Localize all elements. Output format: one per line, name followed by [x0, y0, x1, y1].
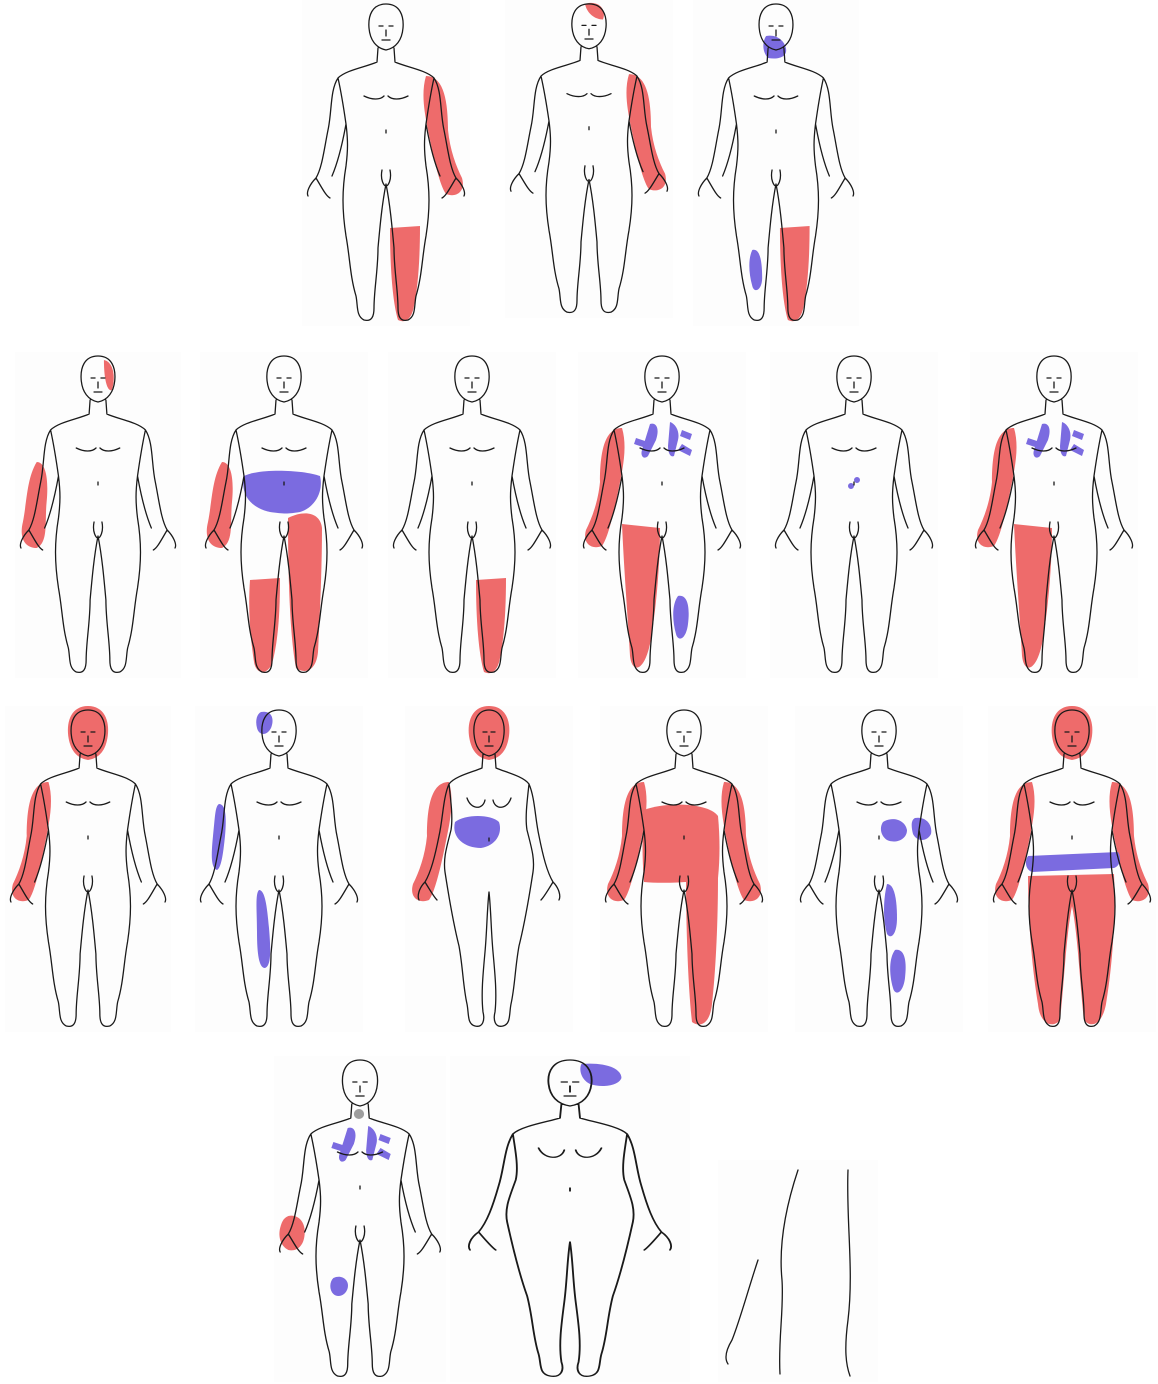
- blue-region-left-elbow: [881, 818, 931, 842]
- red-region-left-lower-leg: [390, 226, 420, 321]
- body-figure: [274, 1056, 446, 1382]
- body-figure: [600, 706, 768, 1032]
- red-region-whole-head: [1052, 706, 1093, 760]
- red-region-right-arm: [412, 782, 451, 901]
- body-outline-svg: [718, 1160, 878, 1382]
- red-region-right-forearm-hand: [22, 462, 48, 548]
- male-body-outline: [200, 710, 357, 1026]
- body-outline-svg: [988, 706, 1156, 1032]
- red-region-left-lower-leg: [780, 226, 810, 321]
- red-region-left-leg: [686, 876, 718, 1025]
- red-region-right-lower-leg: [249, 578, 280, 672]
- red-region-right-forearm-hand: [207, 462, 233, 548]
- body-outline-svg: [15, 352, 181, 678]
- body-figure: [795, 706, 963, 1032]
- body-figure: [505, 0, 673, 318]
- blue-region-left-shin: [673, 596, 688, 639]
- red-region-left-thigh-leg: [288, 513, 322, 671]
- red-region-whole-head: [68, 706, 108, 760]
- red-region-left-arm: [423, 76, 462, 195]
- body-figure: [770, 352, 938, 678]
- red-region-right-hand: [279, 1216, 304, 1251]
- body-figure: [15, 352, 181, 678]
- body-figure: [970, 352, 1138, 678]
- blue-region-right-knee: [330, 1277, 348, 1296]
- partial-body-outline: [726, 1170, 850, 1376]
- body-outline-svg: [388, 352, 556, 678]
- body-figure: [302, 0, 470, 326]
- male-body-outline: [280, 1060, 441, 1376]
- red-region-whole-head: [469, 706, 510, 760]
- female-body-outline: [469, 1060, 671, 1376]
- male-body-outline: [775, 356, 932, 672]
- body-outline-svg: [505, 0, 673, 318]
- body-outline-svg: [195, 706, 363, 1032]
- blue-region-chest-marks: [634, 422, 692, 458]
- body-figure: [5, 706, 171, 1032]
- body-outline-svg: [770, 352, 938, 678]
- body-outline-svg: [200, 352, 368, 678]
- body-outline-svg: [274, 1056, 446, 1382]
- body-outline-svg: [795, 706, 963, 1032]
- body-figure: [693, 0, 859, 326]
- blue-region-lower-abdomen: [243, 471, 321, 514]
- body-figure: [200, 352, 368, 678]
- blue-region-right-thigh: [257, 890, 271, 968]
- red-region-left-arm: [626, 74, 665, 190]
- body-outline-svg: [302, 0, 470, 326]
- body-figure: [578, 352, 746, 678]
- body-outline-svg: [5, 706, 171, 1032]
- blue-region-chest-marks: [1026, 422, 1084, 458]
- male-body-outline: [800, 710, 957, 1026]
- body-outline-svg: [600, 706, 768, 1032]
- body-figure: [450, 1056, 690, 1382]
- blue-region-right-shin: [749, 250, 762, 290]
- red-region-left-lower-leg: [476, 578, 506, 673]
- red-region-head-top-right: [585, 3, 604, 20]
- body-figure: [988, 706, 1156, 1032]
- red-region-right-arm: [977, 428, 1016, 547]
- body-figure: [405, 706, 573, 1032]
- blue-region-head-right: [256, 712, 272, 734]
- blue-region-chest-marks: [331, 1126, 390, 1162]
- red-region-right-arm: [12, 782, 51, 901]
- blue-region-left-shin: [890, 950, 905, 993]
- body-outline-svg: [970, 352, 1138, 678]
- body-figure: [388, 352, 556, 678]
- blue-region-waist-band: [1026, 852, 1120, 872]
- red-region-trunk-left: [643, 805, 720, 883]
- body-figure: [195, 706, 363, 1032]
- male-body-outline: [393, 356, 550, 672]
- blue-region-left-thigh: [884, 884, 897, 936]
- body-outline-svg: [450, 1056, 690, 1382]
- gray-region-throat-dot: [354, 1109, 364, 1119]
- red-region-right-arm: [585, 428, 624, 547]
- blue-region-abdomen: [454, 816, 500, 848]
- body-outline-svg: [578, 352, 746, 678]
- body-outline-svg: [405, 706, 573, 1032]
- body-outline-svg: [693, 0, 859, 326]
- body-figure: [718, 1160, 878, 1382]
